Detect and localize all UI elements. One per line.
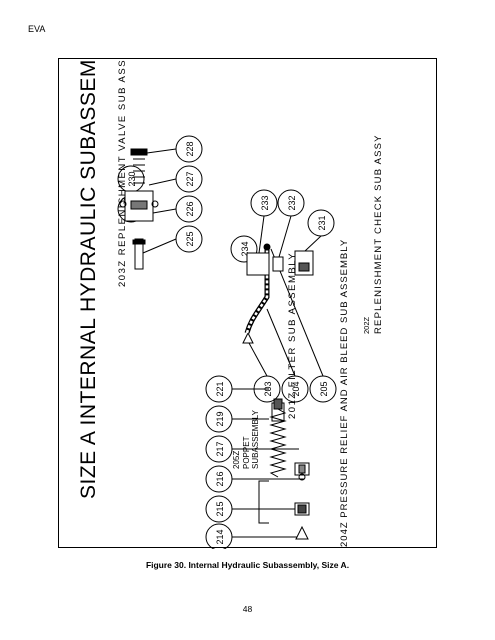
figure-title: SIZE A INTERNAL HYDRAULIC SUBASSEMBLIES xyxy=(77,59,100,499)
balloon-216: 216 xyxy=(205,465,233,493)
filter-assembly-label: 201Z FILTER SUB ASSEMBLY xyxy=(287,252,298,419)
filter-parts xyxy=(242,243,271,344)
svg-text:232: 232 xyxy=(287,195,297,210)
balloon-234: 234 xyxy=(230,235,258,263)
svg-text:216: 216 xyxy=(215,471,225,486)
check-code: 202Z xyxy=(362,316,371,334)
balloon-217: 217 xyxy=(205,435,233,463)
page-number: 48 xyxy=(242,604,253,614)
balloon-205: 205 xyxy=(309,375,337,403)
poppet-line1: POPPET xyxy=(242,436,251,469)
figure-frame: SIZE A INTERNAL HYDRAULIC SUBASSEMBLIES … xyxy=(58,0,437,551)
balloon-214: 214 xyxy=(205,523,233,551)
balloon-219: 219 xyxy=(205,405,233,433)
balloon-228: 228 xyxy=(175,135,203,163)
balloon-215: 215 xyxy=(205,495,233,523)
svg-text:214: 214 xyxy=(215,529,225,544)
poppet-code: 205Z xyxy=(232,451,241,469)
check-parts xyxy=(246,250,314,276)
svg-text:217: 217 xyxy=(215,441,225,456)
svg-text:204: 204 xyxy=(291,381,301,396)
balloon-227: 227 xyxy=(175,165,203,193)
relief-parts xyxy=(258,398,310,540)
balloon-226: 226 xyxy=(175,195,203,223)
balloon-233: 233 xyxy=(250,189,278,217)
check-assembly-label: REPLENISHMENT CHECK SUB ASSY xyxy=(373,134,384,334)
svg-text:227: 227 xyxy=(185,171,195,186)
parts-diagram: SIZE A INTERNAL HYDRAULIC SUBASSEMBLIES … xyxy=(77,0,384,551)
balloon-231: 231 xyxy=(307,209,335,237)
svg-text:231: 231 xyxy=(317,215,327,230)
svg-text:219: 219 xyxy=(215,411,225,426)
balloon-221: 221 xyxy=(205,375,233,403)
valve-assembly-label: 203Z REPLENISHMENT VALVE SUB ASSEMBLY xyxy=(117,59,128,287)
svg-text:226: 226 xyxy=(185,201,195,216)
svg-text:221: 221 xyxy=(215,381,225,396)
running-header: EVA xyxy=(28,24,46,34)
svg-text:233: 233 xyxy=(260,195,270,210)
relief-assembly-label: 204Z PRESSURE RELIEF AND AIR BLEED SUB A… xyxy=(339,239,350,547)
svg-text:228: 228 xyxy=(185,141,195,156)
svg-text:215: 215 xyxy=(215,501,225,516)
svg-text:225: 225 xyxy=(185,231,195,246)
valve-parts xyxy=(119,148,159,270)
svg-text:205: 205 xyxy=(319,381,329,396)
poppet-line2: SUBASSEMBLY xyxy=(251,409,260,469)
svg-text:203: 203 xyxy=(263,381,273,396)
svg-text:230: 230 xyxy=(127,171,137,186)
svg-text:234: 234 xyxy=(240,241,250,256)
balloon-225: 225 xyxy=(175,225,203,253)
figure-caption: Figure 30. Internal Hydraulic Subassembl… xyxy=(145,560,350,570)
balloon-232: 232 xyxy=(277,189,305,217)
